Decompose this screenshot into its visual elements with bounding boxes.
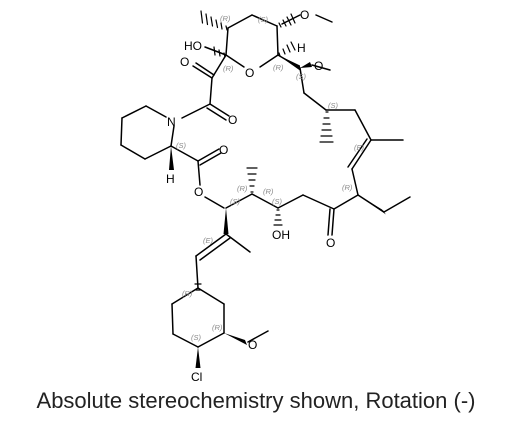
atom-o-methoxy-right: O	[314, 59, 323, 73]
atom-ho-top: HO	[184, 39, 202, 53]
atom-o-top: O	[300, 8, 309, 22]
bond-lines	[120, 14, 411, 348]
stereo-label: (S)	[230, 197, 241, 206]
stereo-label: (R)	[273, 63, 284, 72]
stereo-label: (S)	[272, 197, 283, 206]
stereo-label: (S)	[296, 72, 307, 81]
chemical-structure: O HO H O O O N O O H O OH O O Cl (R) (S)…	[120, 8, 411, 384]
atom-o-pyran: O	[245, 66, 254, 80]
stereo-label: (S)	[191, 333, 202, 342]
wedge-bonds	[169, 55, 386, 368]
atom-o-methoxy-ring: O	[248, 338, 257, 352]
atom-cl: Cl	[191, 370, 202, 384]
atom-o-ester: O	[194, 185, 203, 199]
stereo-label: (R)	[263, 187, 274, 196]
stereo-label: (E)	[203, 236, 214, 245]
stereo-label: (R)	[182, 289, 193, 298]
stereo-label: (R)	[223, 64, 234, 73]
stereo-label: (R)	[212, 323, 223, 332]
stereo-label: (R)	[237, 184, 248, 193]
stereo-label: (R)	[220, 14, 231, 23]
hashed-bonds	[194, 10, 334, 291]
atom-o-ketone-upper: O	[180, 55, 189, 69]
atom-h-pip: H	[166, 172, 175, 186]
stereo-label: (S)	[328, 101, 339, 110]
structure-caption: Absolute stereochemistry shown, Rotation…	[36, 388, 476, 413]
stereo-label: (S)	[258, 15, 269, 24]
atom-o-amide: O	[228, 113, 237, 127]
stereo-labels: (R) (S) (R) (R) (S) (S) (S) (E) (R) (R) …	[176, 14, 365, 342]
stereo-label: (R)	[342, 183, 353, 192]
atom-h-top: H	[297, 41, 306, 55]
atom-o-ketone-lower: O	[326, 236, 335, 250]
stereo-label: (E)	[354, 143, 365, 152]
stereo-label: (S)	[176, 141, 187, 150]
atom-labels: O HO H O O O N O O H O OH O O Cl	[166, 8, 335, 384]
atom-oh-mid: OH	[272, 228, 290, 242]
atom-o-ester-carbonyl: O	[219, 143, 228, 157]
atom-n-pip: N	[167, 115, 176, 129]
